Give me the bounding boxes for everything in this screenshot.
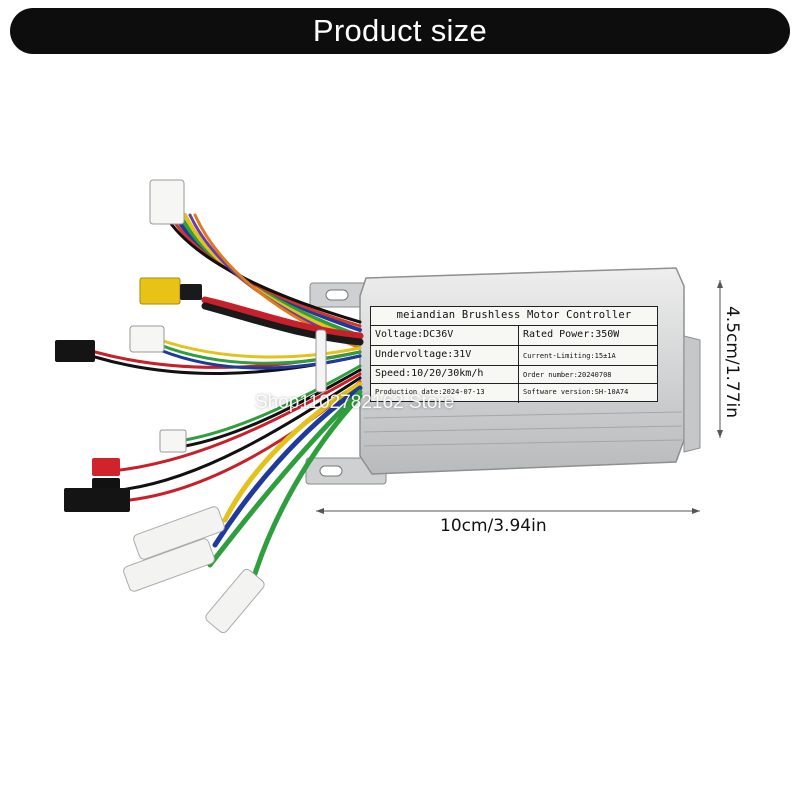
voltage-spec: Voltage:DC36V (375, 329, 454, 340)
height-dimension-label: 4.5cm/1.77in (722, 305, 742, 419)
software-version-spec: Software version:SH-10A74 (523, 388, 629, 396)
title-banner: Product size (10, 8, 790, 54)
width-dimension-line (316, 508, 700, 514)
rated-power-spec: Rated Power:350W (523, 329, 620, 340)
width-dimension-label: 10cm/3.94in (440, 516, 547, 536)
store-watermark: Shop1102782162 Store (255, 392, 455, 413)
current-limiting-spec: Current-Limiting:15±1A (523, 352, 616, 360)
order-number-spec: Order number:20240708 (523, 371, 612, 379)
speed-spec: Speed:10/20/30km/h (375, 368, 484, 379)
height-dimension-line (717, 280, 723, 438)
connectors (55, 179, 265, 634)
wire-harness (93, 213, 364, 593)
undervoltage-spec: Undervoltage:31V (375, 349, 472, 360)
production-date-spec: Production date:2024-07-13 (375, 388, 485, 396)
banner-title: Product size (312, 13, 488, 48)
cable-tie (315, 329, 327, 393)
spec-label-title: meiandian Brushless Motor Controller (396, 309, 632, 321)
spec-label: meiandian Brushless Motor Controller Vol… (370, 306, 658, 403)
